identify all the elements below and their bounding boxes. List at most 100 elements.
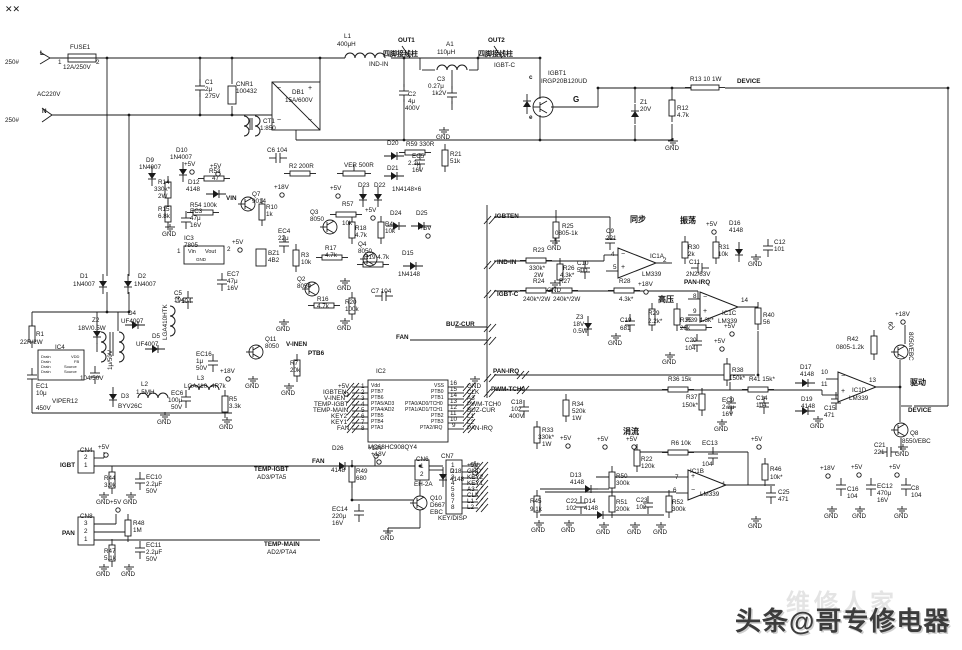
- schematic-label: 3.9k: [104, 482, 116, 489]
- schematic-label: 4.3k*: [560, 272, 575, 279]
- schematic-label: 1k2V: [432, 90, 447, 97]
- schematic-label: e: [529, 114, 533, 121]
- schematic-label: IC3: [184, 235, 194, 242]
- schematic-label: R10: [266, 204, 278, 211]
- schematic-label: −: [308, 117, 313, 124]
- schematic-label: PTB7: [371, 389, 384, 395]
- schematic-label: L2: [467, 419, 475, 426]
- schematic-label: 1: [177, 248, 181, 255]
- schematic-label: PTB1: [431, 395, 444, 401]
- schematic-label: 7: [675, 474, 679, 481]
- schematic-label: 8050: [297, 283, 312, 290]
- schematic-label: 50p: [577, 267, 588, 274]
- schematic-label: R15: [158, 206, 170, 213]
- schematic-label: IRGP20B120UD: [541, 78, 588, 85]
- schematic-label: L1: [467, 498, 475, 505]
- schematic-label: PAN-IRQ: [684, 279, 711, 286]
- schematic-label: 4: [361, 401, 365, 408]
- schematic-label: LM339: [849, 395, 869, 402]
- schematic-label: 涓流: [623, 427, 639, 436]
- schematic-label: L1: [344, 33, 352, 40]
- schematic-label: GND: [824, 513, 838, 520]
- schematic-label: 4B2: [268, 257, 280, 264]
- schematic-label: 1W: [542, 441, 552, 448]
- schematic-label: 104: [911, 492, 922, 499]
- schematic-label: PTB5: [371, 413, 384, 419]
- schematic-label: C21: [874, 442, 886, 449]
- schematic-label: 3: [361, 395, 365, 402]
- schematic-label: +5V: [330, 185, 342, 192]
- schematic-label: 9014: [252, 198, 267, 205]
- schematic-label: Q9: [888, 321, 895, 330]
- schematic-label: 16V: [190, 222, 202, 229]
- schematic-label: C22: [566, 498, 578, 505]
- schematic-label: PTA3: [371, 425, 384, 431]
- schematic-label: +5V: [597, 436, 609, 443]
- schematic-label: D19: [801, 396, 813, 403]
- schematic-label: 16V: [412, 167, 424, 174]
- schematic-label: CN8: [80, 513, 93, 520]
- schematic-label: 2.2μ: [408, 160, 421, 167]
- schematic-label: DEVICE: [737, 78, 761, 85]
- schematic-label: GND: [748, 261, 762, 268]
- schematic-label: 1N4007: [170, 154, 193, 161]
- schematic-label: 1μ/50V: [107, 349, 114, 370]
- schematic-label: LM339: [700, 491, 720, 498]
- schematic-label: R42: [847, 336, 859, 343]
- schematic-label: +5V: [889, 464, 901, 471]
- schematic-label: 4148: [186, 186, 201, 193]
- schematic-label: R18: [355, 225, 367, 232]
- schematic-label: GND: [196, 257, 206, 262]
- schematic-label: PTB4: [371, 419, 384, 425]
- schematic-label: R52: [672, 499, 684, 506]
- schematic-label: 18V/0.5W: [78, 325, 106, 332]
- schematic-label: BUZ-CUR: [446, 321, 475, 328]
- schematic-label: 0.27μ: [428, 83, 444, 90]
- schematic-label: 22μ: [278, 235, 289, 242]
- schematic-label: 104: [174, 297, 185, 304]
- schematic-label: 250#: [5, 59, 20, 66]
- schematic-label: +5V: [560, 435, 572, 442]
- schematic-label: 7: [361, 419, 365, 426]
- schematic-label: AD2/PTA4: [267, 549, 297, 556]
- schematic-label: Source: [64, 369, 77, 374]
- schematic-label: L2: [467, 504, 475, 511]
- schematic-label: R24: [533, 278, 545, 285]
- schematic-label: 5: [451, 486, 455, 493]
- schematic-label: GND: [123, 499, 137, 506]
- schematic-label: +18V: [274, 184, 289, 191]
- schematic-label: 240k*/2W: [553, 296, 581, 303]
- schematic-label: IC1C: [722, 310, 737, 317]
- schematic-label: 150k*: [729, 375, 746, 382]
- schematic-label: 400V: [509, 413, 524, 420]
- schematic-label: 1: [722, 481, 726, 488]
- schematic-label: GND: [596, 529, 610, 536]
- schematic-label: R41 15k*: [749, 376, 775, 383]
- schematic-label: 50V: [196, 365, 208, 372]
- schematic-label: Q8: [910, 430, 919, 437]
- schematic-label: 471: [824, 412, 835, 419]
- schematic-label: EC12: [877, 483, 893, 490]
- schematic-label: GND: [219, 424, 233, 431]
- schematic-label: R37: [686, 394, 698, 401]
- schematic-label: 5: [361, 407, 365, 414]
- schematic-label: D18: [450, 468, 462, 475]
- schematic-label: 7805: [184, 242, 199, 249]
- schematic-label: D24: [390, 210, 402, 217]
- schematic-label: IGBT-C: [494, 62, 515, 69]
- schematic-label: 8050: [265, 343, 280, 350]
- schematic-label: 高压: [658, 295, 674, 304]
- schematic-label: LM339: [718, 318, 738, 325]
- schematic-label: GND: [627, 529, 641, 536]
- schematic-label: 47: [212, 175, 220, 182]
- schematic-label: 50V: [146, 556, 158, 563]
- schematic-label: 8550/EBC: [902, 438, 931, 445]
- schematic-label: 240k*/2W: [523, 296, 551, 303]
- schematic-label: 56: [763, 319, 771, 326]
- schematic-label: Vout: [205, 249, 217, 255]
- schematic-label: EC3: [190, 208, 203, 215]
- schematic-label: R36 15k: [668, 376, 692, 383]
- schematic-label: 5.1k: [104, 555, 116, 562]
- schematic-label: D23: [358, 182, 370, 189]
